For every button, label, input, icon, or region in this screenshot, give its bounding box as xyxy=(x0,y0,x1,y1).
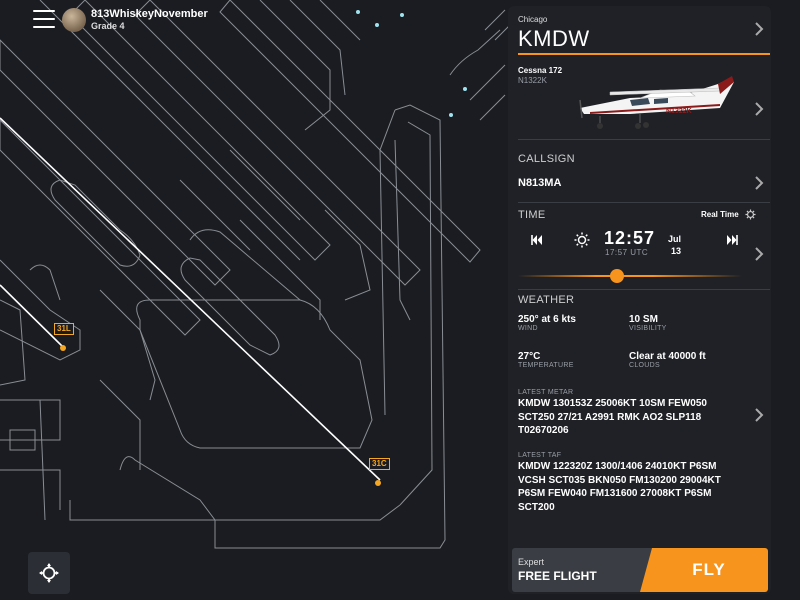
metar-line: T02670206 xyxy=(518,425,569,436)
menu-icon[interactable] xyxy=(33,10,55,30)
callsign-value: N813MA xyxy=(518,177,562,189)
wind-caption: WIND xyxy=(518,325,538,332)
recenter-button[interactable] xyxy=(28,552,70,594)
runway-label-31l[interactable]: 31L xyxy=(54,323,74,335)
metar-label: LATEST METAR xyxy=(518,389,574,396)
weather-label: WEATHER xyxy=(518,294,575,306)
visibility-caption: VISIBILITY xyxy=(629,325,667,332)
runway-label-31c[interactable]: 31C xyxy=(369,458,390,470)
clouds-block: Clear at 40000 ft CLOUDS xyxy=(629,351,706,369)
gear-icon xyxy=(745,209,756,220)
real-time-toggle[interactable]: Real Time xyxy=(701,209,756,220)
taf-line: VCSH SCT035 BKN050 FM130200 29004KT xyxy=(518,474,721,486)
runway-threshold-marker xyxy=(375,480,381,486)
sun-icon xyxy=(574,232,590,248)
metar-line: SCT250 27/21 A2991 RMK AO2 SLP118 xyxy=(518,411,702,423)
aircraft-model: Cessna 172 xyxy=(518,66,563,75)
temperature-caption: TEMPERATURE xyxy=(518,362,574,369)
real-time-label: Real Time xyxy=(701,210,739,219)
taf-label: LATEST TAF xyxy=(518,452,562,459)
taf-line: KMDW 122320Z 1300/1406 24010KT P6SM xyxy=(518,461,717,472)
skip-back-icon[interactable] xyxy=(531,235,543,245)
taf-line: SCT200 xyxy=(518,501,555,513)
airport-city: Chicago xyxy=(518,15,548,24)
slider-track xyxy=(518,275,742,277)
launch-bar: Expert FREE FLIGHT FLY xyxy=(512,548,768,592)
mode-title: FREE FLIGHT xyxy=(518,569,597,583)
visibility-block: 10 SM VISIBILITY xyxy=(629,314,667,332)
divider xyxy=(518,139,770,140)
clouds-value: Clear at 40000 ft xyxy=(629,351,706,362)
crosshair-icon xyxy=(39,563,59,583)
taf-text: KMDW 122320Z 1300/1406 24010KT P6SM VCSH… xyxy=(518,460,753,514)
time-slider[interactable] xyxy=(518,269,742,283)
divider xyxy=(518,202,770,203)
fly-label: FLY xyxy=(692,560,726,579)
airport-underline xyxy=(518,53,770,55)
slider-thumb[interactable] xyxy=(609,269,624,283)
chevron-right-icon xyxy=(755,176,764,190)
mode-sub: Expert xyxy=(518,557,545,567)
date-day: 13 xyxy=(671,246,682,256)
aircraft-section[interactable]: Cessna 172 N1322K N1322K xyxy=(508,58,771,138)
chevron-right-icon xyxy=(755,102,764,116)
chevron-right-icon xyxy=(755,408,764,422)
chevron-right-icon[interactable] xyxy=(754,247,764,261)
aircraft-image: N1322K xyxy=(579,76,734,129)
fly-button[interactable]: FLY xyxy=(640,548,768,592)
local-time: 12:57 xyxy=(604,228,656,248)
time-section: TIME Real Time 12:57 17:57 UTC Jul 13 xyxy=(508,203,771,289)
wind-value: 250° at 6 kts xyxy=(518,314,576,325)
runway-threshold-marker xyxy=(60,345,66,351)
callsign-section[interactable]: CALLSIGN N813MA xyxy=(508,140,771,202)
aircraft-tail-marking: N1322K xyxy=(666,108,692,115)
airport-code: KMDW xyxy=(518,26,590,51)
divider xyxy=(518,289,770,290)
username: 813WhiskeyNovember xyxy=(91,8,208,20)
visibility-value: 10 SM xyxy=(629,314,658,325)
wind-block: 250° at 6 kts WIND xyxy=(518,314,576,332)
airport-section[interactable]: Chicago KMDW xyxy=(508,6,771,58)
utc-time: 17:57 UTC xyxy=(605,248,649,257)
clouds-caption: CLOUDS xyxy=(629,362,660,369)
metar-line: KMDW 130153Z 25006KT 10SM FEW050 xyxy=(518,398,707,409)
panel-gutter xyxy=(773,0,800,600)
avatar[interactable] xyxy=(62,8,86,32)
chevron-right-icon xyxy=(755,22,764,36)
weather-section[interactable]: WEATHER 250° at 6 kts WIND 10 SM VISIBIL… xyxy=(508,290,771,540)
temperature-value: 27°C xyxy=(518,351,541,362)
metar-text: KMDW 130153Z 25006KT 10SM FEW050 SCT250 … xyxy=(518,397,753,438)
time-label: TIME xyxy=(518,209,546,221)
temperature-block: 27°C TEMPERATURE xyxy=(518,351,574,369)
skip-forward-icon[interactable] xyxy=(726,235,738,245)
taf-line: P6SM FEW040 FM131600 27008KT P6SM xyxy=(518,488,712,499)
date-month: Jul xyxy=(668,234,682,244)
mode-selector[interactable]: Expert FREE FLIGHT xyxy=(512,548,652,592)
aircraft-registration: N1322K xyxy=(518,76,547,85)
callsign-label: CALLSIGN xyxy=(518,153,575,165)
user-grade: Grade 4 xyxy=(91,21,125,31)
flight-setup-panel: Chicago KMDW Cessna 172 N1322K N1322K CA… xyxy=(508,6,771,594)
